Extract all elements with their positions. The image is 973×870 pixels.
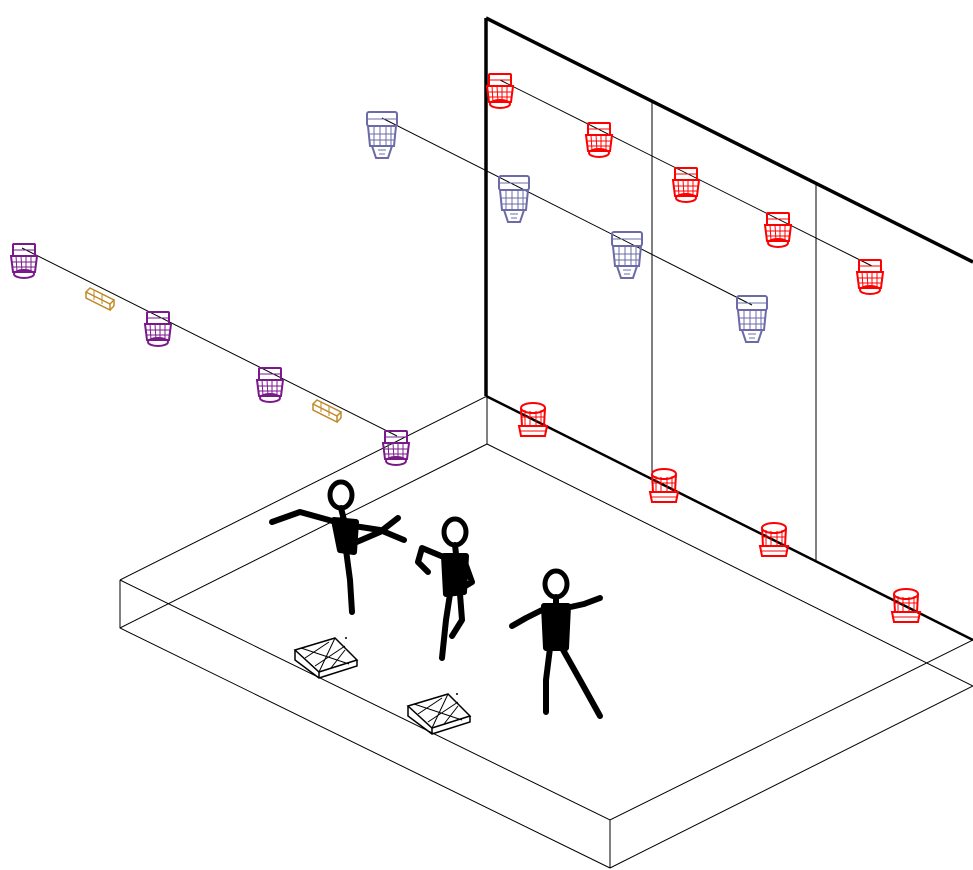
wedge-speaker-icon: [294, 637, 358, 679]
moving-head-fixture-icon: [764, 212, 792, 248]
back-wall-frame: [484, 16, 973, 642]
moving-head-fixture-icon: [144, 311, 172, 347]
side-truss-gold-fixtures: [85, 287, 342, 423]
performer-figure-icon: [415, 516, 475, 661]
marker-dots: [345, 637, 458, 695]
performer-figure-icon: [269, 479, 407, 615]
moving-head-fixture-icon: [382, 430, 410, 466]
mid-truss-blue-fixtures: [366, 111, 768, 343]
side-truss-purple-fixtures: [10, 243, 410, 466]
hanging-fixture-icon: [366, 111, 398, 159]
moving-head-fixture-icon: [256, 367, 284, 403]
led-bar-fixture-icon: [312, 399, 342, 423]
led-bar-fixture-icon: [85, 287, 115, 311]
hanging-fixture-icon: [736, 295, 768, 343]
moving-head-fixture-icon: [486, 73, 514, 109]
hanging-fixture-icon: [498, 175, 530, 223]
truss-pipes: [21, 79, 873, 437]
wedge-speaker-icon: [407, 693, 471, 735]
moving-head-fixture-icon: [585, 122, 613, 158]
upper-rear-truss-red-fixtures: [486, 73, 884, 295]
performer-figure-icon: [509, 568, 603, 719]
performers: [269, 479, 603, 719]
hanging-fixture-icon: [611, 231, 643, 279]
